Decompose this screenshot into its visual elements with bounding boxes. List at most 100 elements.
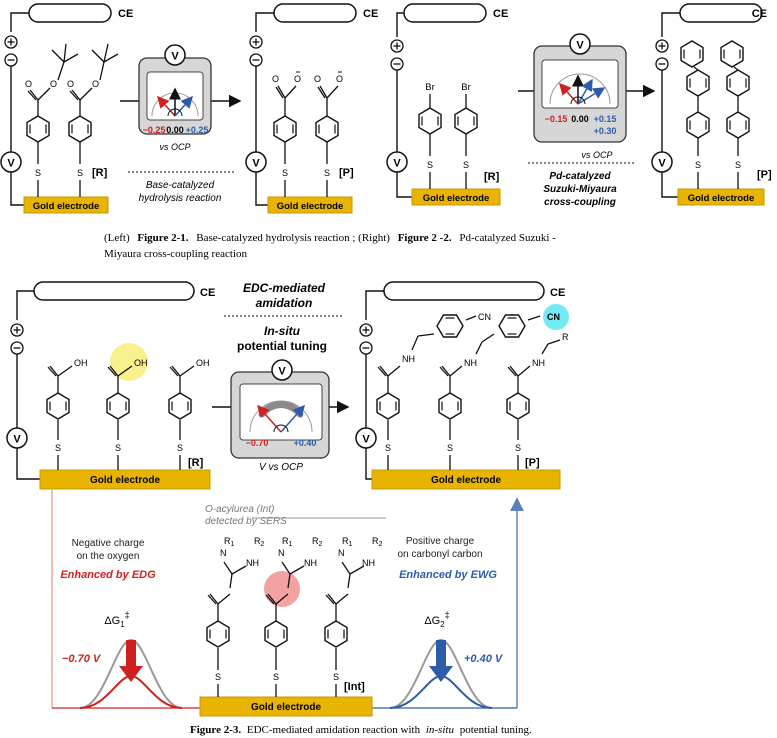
gold-electrode-label: Gold electrode	[688, 193, 755, 204]
panel-suzuki-coupling: CE V Gold electrode S Br S Br [R] V	[386, 3, 772, 208]
tuning-line1: In-situ	[264, 324, 301, 338]
sulfur-label: S	[115, 443, 121, 453]
caption-text-a: Base-catalyzed hydrolysis reaction ; (Ri…	[196, 232, 390, 244]
r2-label: R2	[254, 536, 265, 548]
ce-label: CE	[493, 8, 508, 20]
sulfur-label: S	[447, 443, 453, 453]
r2-text: R	[254, 536, 261, 546]
amide-nh-label: NH	[464, 358, 477, 368]
sulfur-label: S	[515, 443, 521, 453]
nitrogen-label: N	[220, 548, 227, 558]
intermediate-label-line1: O-acylurea (Int)	[205, 504, 274, 515]
gold-electrode	[411, 188, 501, 206]
r2-label: R2	[372, 536, 383, 548]
reaction-type-line1: Base-catalyzed	[146, 180, 215, 191]
sulfur-label: S	[215, 672, 221, 682]
delta-g1-ddagger: ‡	[125, 610, 130, 620]
oxygen-label: O	[314, 74, 321, 84]
hydroxyl-label: OH	[74, 358, 88, 368]
r2-subscript: 2	[261, 541, 265, 548]
r2-subscript: 2	[319, 541, 323, 548]
polarity-icon	[4, 35, 18, 67]
meter-negative-value: −0.25	[143, 125, 166, 135]
sulfur-label: S	[333, 672, 339, 682]
reaction-type-line3: cross-coupling	[544, 197, 616, 208]
meter-caption: V vs OCP	[259, 462, 303, 473]
bromine-label: Br	[461, 82, 471, 93]
caption-1-line-2: Miyaura cross-coupling reaction	[104, 248, 247, 260]
bromophenyl-molecule: S Br	[454, 82, 478, 189]
oxygen-label: O	[92, 79, 99, 89]
nitrogen-label: N	[278, 548, 285, 558]
r1-label: R1	[282, 536, 293, 548]
r1-subscript: 1	[349, 541, 353, 548]
gold-electrode-label: Gold electrode	[251, 702, 321, 713]
nitrile-label: CN	[478, 312, 491, 322]
gold-electrode	[267, 196, 353, 214]
counter-electrode	[273, 3, 357, 23]
delta-g1-label: ΔG1‡	[104, 610, 129, 629]
right-note-line2: on carbonyl carbon	[397, 549, 482, 560]
meter-positive-value-1: +0.15	[594, 114, 617, 124]
intermediate-label: [Int]	[344, 681, 365, 693]
voltmeter-v-label: V	[362, 434, 370, 446]
gold-electrode	[39, 469, 211, 490]
nitrile-highlight	[543, 304, 569, 330]
carboxylate-molecule: S O O	[314, 71, 343, 197]
edc-title-line2: amidation	[256, 296, 313, 310]
nh-label: NH	[246, 558, 259, 568]
carboxyl-highlight	[110, 343, 148, 381]
ce-label: CE	[363, 8, 378, 20]
right-note-line1: Positive charge	[406, 536, 475, 547]
caption-2: Figure 2-3. EDC-mediated amidation react…	[190, 724, 532, 736]
meter-v-label: V	[576, 40, 584, 52]
gold-electrode-label: Gold electrode	[277, 201, 344, 212]
left-enhanced-label: Enhanced by EDG	[60, 569, 156, 581]
voltmeter-v-label: V	[658, 158, 666, 170]
product-label: [P]	[757, 169, 772, 181]
oxygen-label: O	[67, 79, 74, 89]
reaction-type-line1: Pd-catalyzed	[549, 171, 611, 182]
oxygen-label: O	[25, 79, 32, 89]
oxygen-highlight	[264, 571, 300, 607]
tuning-line2: potential tuning	[237, 339, 327, 353]
r1-text: R	[342, 536, 349, 546]
meter-positive-value-2: +0.30	[594, 126, 617, 136]
meter-negative-value: −0.15	[545, 114, 568, 124]
gold-electrode-label: Gold electrode	[33, 201, 100, 212]
sulfur-label: S	[77, 168, 83, 178]
carboxylate-molecule: S O O	[272, 71, 301, 197]
r-group-label: R	[562, 332, 569, 342]
sulfur-label: S	[282, 168, 288, 178]
ce-label: CE	[752, 8, 767, 20]
amide-molecule: S NH R	[506, 332, 569, 470]
ce-label: CE	[200, 287, 215, 299]
caption-text-1: EDC-mediated amidation reaction with	[247, 724, 421, 736]
meter-caption: vs OCP	[159, 142, 190, 152]
barrier-lowering-arrow	[119, 666, 143, 682]
counter-electrode	[33, 281, 195, 301]
edc-title-line1: EDC-mediated	[243, 281, 326, 295]
gold-electrode-label: Gold electrode	[90, 475, 160, 486]
left-note-line2: on the oxygen	[77, 551, 140, 562]
carboxylic-acid-molecule: S OH	[106, 358, 148, 470]
hydroxyl-label: OH	[196, 358, 210, 368]
sulfur-label: S	[177, 443, 183, 453]
r1-subscript: 1	[289, 541, 293, 548]
carboxylic-acid-molecule: S OH	[168, 358, 210, 470]
r2-text: R	[312, 536, 319, 546]
sulfur-label: S	[385, 443, 391, 453]
o-acylurea-molecule: S N NH R1 R2	[206, 536, 265, 697]
counter-electrode	[679, 3, 763, 23]
delta-g1-subscript: 1	[120, 620, 125, 629]
tert-butyl-ester-molecule: S O O	[67, 43, 119, 197]
caption-figure-2-3: Figure 2-3.	[190, 724, 241, 736]
right-enhanced-label: Enhanced by EWG	[399, 569, 497, 581]
delta-g1-text: ΔG	[104, 615, 120, 627]
nitrile-label: CN	[547, 312, 560, 322]
caption-1-line-1: (Left) Figure 2-1. Base-catalyzed hydrol…	[104, 232, 556, 244]
hydroxyl-label: OH	[134, 358, 148, 368]
counter-electrode	[403, 3, 487, 23]
carboxylic-acid-molecule: S OH	[46, 358, 88, 470]
